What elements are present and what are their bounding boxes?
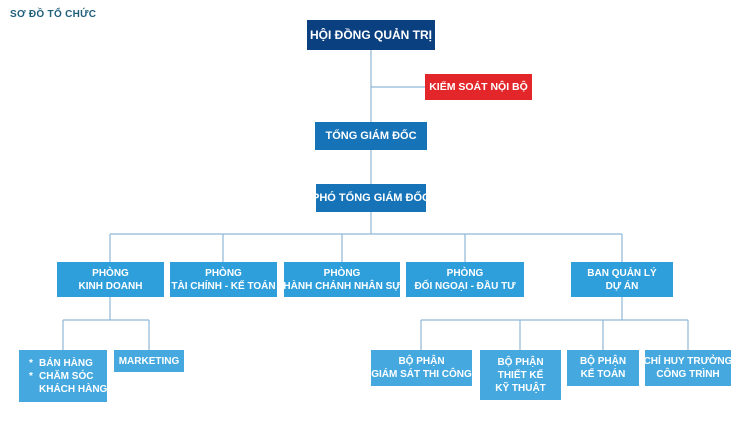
site-commander-line1: CHỈ HUY TRƯỞNG [643,356,733,367]
dept-finance-box: PHÒNG TÀI CHÍNH - KẾ TOÁN [170,262,277,297]
internal-control-box: KIỂM SOÁT NỘI BỘ [425,74,532,100]
accounting-unit-line1: BỘ PHẬN [579,356,627,367]
site-commander-line2: CÔNG TRÌNH [656,369,720,380]
board-of-directors-label: HỘI ĐỒNG QUẢN TRỊ [310,27,432,42]
accounting-unit-box: BỘ PHẬN KẾ TOÁN [567,350,639,386]
site-commander-box: CHỈ HUY TRƯỞNG CÔNG TRÌNH [643,350,733,386]
accounting-unit-line2: KẾ TOÁN [580,369,626,380]
customer-care-item-cont: KHÁCH HÀNG [39,383,108,395]
technical-design-line1: BỘ PHẬN [497,356,544,368]
marketing-label: MARKETING [118,355,180,367]
dept-admin-line1: PHÒNG [323,267,361,279]
ceo-label: TỔNG GIÁM ĐỐC [325,129,417,142]
dept-business-line1: PHÒNG [92,267,129,279]
customer-care-item: CHĂM SÓC [29,370,93,383]
technical-design-line3: KỸ THUẬT [495,382,546,394]
dept-finance-line1: PHÒNG [205,267,242,279]
dept-external-line1: PHÒNG [446,267,484,279]
project-mgmt-line1: BAN QUẢN LÝ [587,267,657,279]
deputy-ceo-box: PHÓ TỔNG GIÁM ĐỐC [312,184,430,212]
technical-design-box: BỘ PHẬN THIẾT KẾ KỸ THUẬT [480,350,561,400]
dept-business-line2: KINH DOANH [78,280,143,292]
technical-design-line2: THIẾT KẾ [497,369,544,381]
sales-item: BÁN HÀNG [29,357,93,370]
construction-supervision-box: BỘ PHẬN GIÁM SÁT THI CÔNG [371,350,472,386]
project-mgmt-line2: DỰ ÁN [605,280,639,292]
dept-external-line2: ĐỐI NGOẠI - ĐẦU TƯ [414,280,516,292]
board-of-directors-box: HỘI ĐỒNG QUẢN TRỊ [307,20,435,50]
ceo-box: TỔNG GIÁM ĐỐC [315,122,427,150]
construction-supervision-line2: GIÁM SÁT THI CÔNG [371,369,472,380]
project-mgmt-box: BAN QUẢN LÝ DỰ ÁN [571,262,673,297]
marketing-box: MARKETING [114,350,184,372]
dept-finance-line2: TÀI CHÍNH - KẾ TOÁN [171,280,276,292]
dept-external-box: PHÒNG ĐỐI NGOẠI - ĐẦU TƯ [406,262,524,297]
deputy-ceo-label: PHÓ TỔNG GIÁM ĐỐC [312,191,430,204]
internal-control-label: KIỂM SOÁT NỘI BỘ [429,80,528,93]
sales-care-box: BÁN HÀNG CHĂM SÓC KHÁCH HÀNG [19,350,107,402]
dept-business-box: PHÒNG KINH DOANH [57,262,164,297]
dept-admin-box: PHÒNG HÀNH CHÁNH NHÂN SỰ [283,262,401,297]
construction-supervision-line1: BỘ PHẬN [398,356,445,367]
dept-admin-line2: HÀNH CHÁNH NHÂN SỰ [283,280,401,292]
chart-title: SƠ ĐỒ TỔ CHỨC [10,9,97,20]
